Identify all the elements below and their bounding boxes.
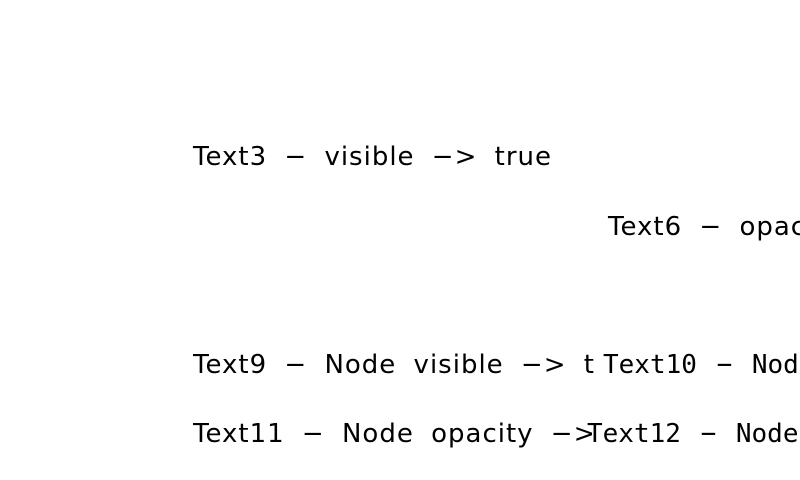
text-label-text12: Text12 − Node [587,419,799,449]
text-label-text10: Text10 − Node [603,350,800,380]
text-label-text9: Text9 − Node visible −> true [193,350,597,380]
text-label-text6: Text6 − opacity [608,212,800,242]
text-label-text3: Text3 − visible −> true [193,142,553,172]
text-label-text11: Text11 − Node opacity −> 0 [193,419,592,449]
